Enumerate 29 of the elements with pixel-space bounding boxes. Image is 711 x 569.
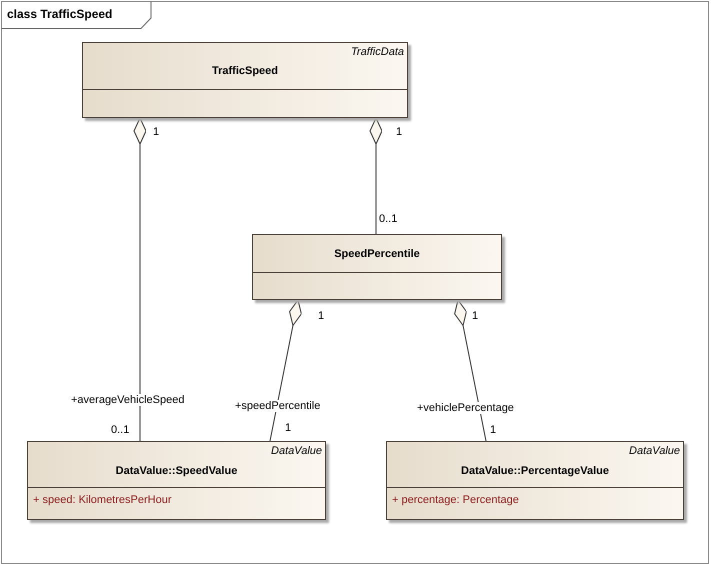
multiplicity-label: 1: [317, 310, 326, 322]
class-name: DataValue::SpeedValue: [114, 465, 238, 477]
aggregation-line: [454, 300, 486, 442]
stereotype-label: TrafficData: [351, 46, 404, 58]
multiplicity-label: 1: [489, 424, 498, 436]
multiplicity-label: 0..1: [378, 213, 398, 225]
stereotype-label: DataValue: [629, 445, 680, 457]
class-name: TrafficSpeed: [210, 65, 280, 77]
aggregation-line: [370, 118, 382, 234]
edge-label: +speedPercentile: [234, 400, 322, 412]
class-box: [82, 42, 408, 118]
multiplicity-label: 1: [471, 310, 480, 322]
class-box: [27, 441, 326, 520]
multiplicity-label: 1: [152, 126, 160, 138]
edge-label: +averageVehicleSpeed: [70, 394, 186, 406]
aggregation-line: [270, 300, 302, 442]
stereotype-label: DataValue: [271, 445, 322, 457]
class-box: [252, 234, 502, 300]
class-name: DataValue::PercentageValue: [460, 465, 610, 477]
diagram-title: class TrafficSpeed: [7, 7, 112, 21]
class-box: [386, 441, 684, 520]
class-name: SpeedPercentile: [333, 248, 421, 260]
multiplicity-label: 1: [395, 126, 404, 138]
attribute-text: + speed: KilometresPerHour: [33, 494, 172, 506]
multiplicity-label: 0..1: [110, 424, 130, 436]
edge-label: +vehiclePercentage: [416, 402, 515, 414]
multiplicity-label: 1: [284, 422, 292, 434]
attribute-text: + percentage: Percentage: [392, 494, 519, 506]
aggregation-line: [134, 118, 146, 442]
